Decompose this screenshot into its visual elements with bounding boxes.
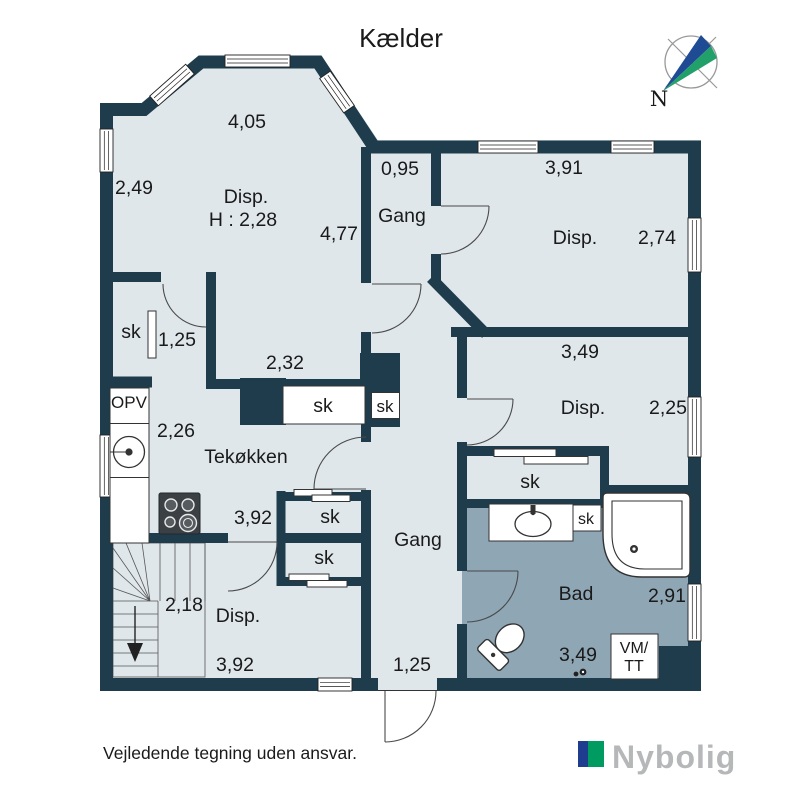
dim-stair-width: 2,18 (165, 594, 203, 616)
floor-drain-icon (573, 668, 587, 677)
compass-needle-green (663, 46, 717, 91)
closet-small-right-box (371, 392, 400, 419)
room-label-closet-nw: sk (121, 321, 141, 343)
room-label-bath-closet-small: sk (578, 511, 595, 528)
dim-gang-upper: 0,95 (381, 158, 419, 180)
room-label-disp-e: Disp. (561, 397, 605, 419)
washer-dryer-box (610, 633, 659, 680)
room-label-closet-center-upper: sk (320, 506, 340, 528)
dim-disp-sw-width: 3,92 (216, 654, 254, 676)
washer-label-line1: VM/ (620, 640, 649, 657)
dim-tekokken-width: 2,26 (157, 420, 195, 442)
dim-gang-lower: 1,25 (393, 654, 431, 676)
room-label-gang-lower: Gang (394, 529, 442, 551)
dishwasher-label: OPV (111, 393, 148, 412)
toilet-icon (477, 623, 525, 671)
room-label-disp-sw: Disp. (216, 605, 260, 627)
doors (147, 205, 519, 743)
wall-diagonal (427, 274, 490, 338)
page-title: Kælder (359, 23, 443, 53)
wall-chunk-under-sk (371, 417, 400, 427)
washer-label-line2: TT (624, 658, 644, 675)
room-label-disp-nw: Disp. (224, 186, 268, 208)
brand-name: Nybolig (612, 739, 736, 775)
sliding-doors (288, 448, 589, 588)
ceiling-height-label: H : 2,28 (209, 209, 277, 231)
dim-disp-nw-right: 4,77 (320, 223, 358, 245)
wall-chunk-tekokken (240, 378, 286, 425)
disclaimer-text: Vejledende tegning uden ansvar. (103, 743, 357, 763)
dim-bath-depth: 2,91 (648, 585, 686, 607)
wall-chunk-gang (360, 353, 400, 394)
dim-disp-e-width: 3,49 (561, 341, 599, 363)
dim-disp-ne-depth: 2,74 (638, 227, 676, 249)
room-label-closet-small-right: sk (377, 397, 395, 416)
stair-arrow-head (127, 643, 143, 662)
dim-tekokken-bottom: 3,92 (234, 507, 272, 529)
compass-rose: N (650, 35, 718, 111)
dim-disp-nw-left: 2,49 (115, 177, 153, 199)
kitchen-counter (109, 387, 150, 544)
dim-closet-nw: 1,25 (158, 329, 196, 351)
room-label-disp-ne: Disp. (553, 227, 597, 249)
dim-disp-ne-width: 3,91 (545, 157, 583, 179)
dim-disp-nw-lower: 2,32 (266, 352, 304, 374)
compass-needle-blue (663, 35, 711, 91)
dim-disp-nw-top: 4,05 (228, 111, 266, 133)
windows (99, 54, 702, 692)
closet-big-box (282, 385, 366, 425)
room-label-closet-center-lower: sk (314, 547, 334, 569)
closet-nw-door-leaf (147, 310, 157, 359)
stove-icon (158, 492, 201, 535)
room-label-bath-closet-row: sk (520, 471, 540, 493)
nybolig-logo: Nybolig (578, 739, 736, 775)
room-label-tekokken: Tekøkken (204, 446, 287, 468)
logo-blue-square (578, 741, 588, 767)
dim-disp-e-depth: 2,25 (649, 397, 687, 419)
bathroom-fixtures (477, 492, 691, 677)
room-label-gang-upper: Gang (378, 205, 426, 227)
dim-bath-width: 3,49 (559, 644, 597, 666)
room-label-bath: Bad (559, 583, 594, 605)
compass-north-label: N (650, 87, 668, 111)
bathtub-icon (602, 492, 691, 578)
room-label-closet-big: sk (313, 395, 333, 417)
compass-circle (664, 35, 718, 89)
wall-chunk-bath-corner (659, 646, 694, 684)
logo-green-square (588, 741, 604, 767)
entrance-door (384, 690, 437, 743)
bath-sink-icon (488, 503, 574, 542)
